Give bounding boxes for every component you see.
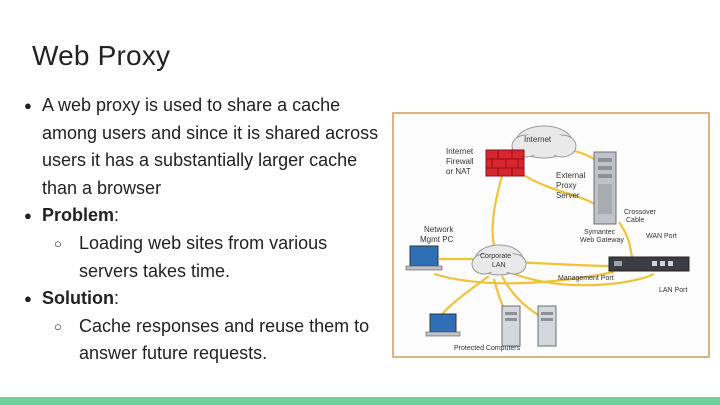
corporate-label-1: Corporate (480, 253, 511, 260)
proxy-label-3: Server (556, 191, 580, 200)
sub-bullet-text: Cache responses and reuse them to answer… (79, 315, 370, 364)
bullet-dot-icon: ● (24, 98, 32, 113)
colon: : (114, 205, 120, 226)
firewall-icon (485, 149, 525, 177)
crossover-label-2: Cable (626, 217, 644, 224)
slide-title: Web Proxy (32, 40, 171, 71)
bullet-dot-icon: ● (24, 208, 32, 224)
wan-port-label: WAN Port (646, 233, 677, 240)
problem-label: Problem (42, 205, 115, 226)
network-label-1: Network (424, 225, 454, 234)
protected-computers-label: Protected Computers (454, 345, 521, 352)
cable-lan-gateway (513, 260, 610, 268)
gateway-appliance-icon (608, 256, 690, 272)
colon: : (113, 288, 119, 309)
solution-label: Solution (42, 288, 114, 309)
proxy-server-icon (593, 151, 617, 225)
firewall-label-2: Firewall (446, 157, 474, 166)
internet-label: Internet (524, 135, 552, 144)
laptop-icon (425, 313, 461, 337)
server-tower-icon (501, 305, 521, 347)
sub-bullet-item: ○ Cache responses and reuse them to answ… (24, 313, 384, 368)
corporate-lan-cloud-icon (471, 244, 527, 276)
bullet-ring-icon: ○ (54, 235, 62, 251)
sub-bullet-item: ○ Loading web sites from various servers… (24, 230, 384, 285)
crossover-label-1: Crossover (624, 209, 657, 216)
server-tower-icon (537, 305, 557, 347)
bullet-item: ● Solution: (24, 285, 384, 313)
gateway-label-1: Symantec (584, 229, 616, 236)
cable-mgmt (433, 270, 615, 285)
proxy-label-2: Proxy (556, 181, 576, 190)
network-diagram: Internet Internet Firewall or NAT Extern… (392, 112, 710, 358)
internet-cloud-icon: Internet (511, 125, 577, 159)
footer-bar (0, 397, 720, 405)
corporate-label-2: LAN (492, 262, 506, 269)
bullet-ring-icon: ○ (54, 318, 62, 334)
firewall-label-3: or NAT (446, 167, 471, 176)
cable-firewall-lan (491, 175, 504, 253)
firewall-label-1: Internet (446, 147, 474, 156)
lan-port-label: LAN Port (659, 287, 687, 294)
laptop-icon (405, 245, 443, 271)
cable-lan-gateway2 (508, 270, 655, 287)
bullet-item: ● Problem: (24, 202, 384, 230)
bullet-item: ● A web proxy is used to share a cache a… (24, 92, 384, 202)
bullet-text: A web proxy is used to share a cache amo… (42, 95, 379, 198)
proxy-label-1: External (556, 171, 586, 180)
bullet-list: ● A web proxy is used to share a cache a… (24, 92, 384, 368)
network-label-2: Mgmt PC (420, 235, 454, 244)
network-diagram-svg: Internet Internet Firewall or NAT Extern… (405, 125, 690, 352)
gateway-label-2: Web Gateway (580, 237, 624, 244)
mgmt-port-label: Management Port (558, 275, 614, 282)
bullet-dot-icon: ● (24, 291, 32, 307)
sub-bullet-text: Loading web sites from various servers t… (79, 232, 328, 281)
